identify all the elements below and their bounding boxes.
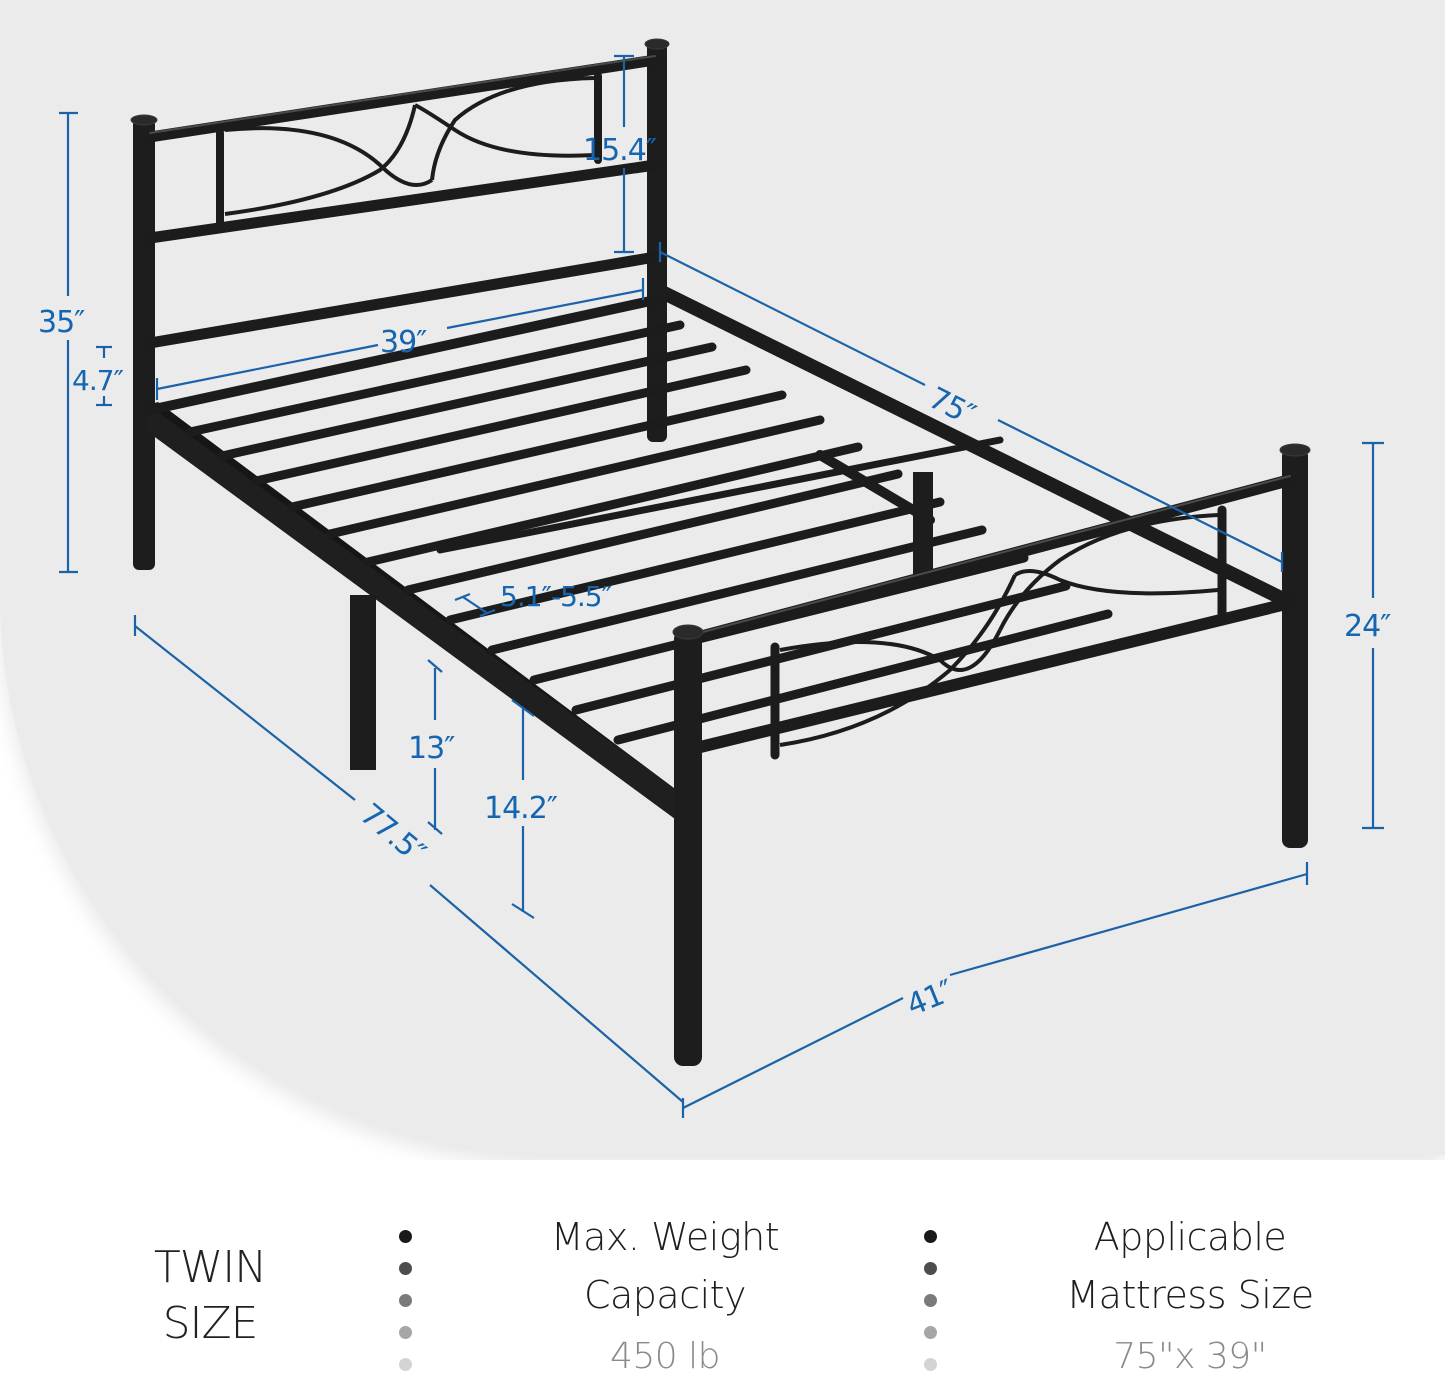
svg-text:15.4″: 15.4″ xyxy=(583,133,657,168)
weight-title-line-2: Capacity xyxy=(583,1273,747,1317)
dot-divider-2 xyxy=(920,1230,940,1390)
svg-text:35″: 35″ xyxy=(38,305,85,340)
dot-icon xyxy=(923,1230,937,1243)
middle-leg-right xyxy=(913,472,933,582)
diagram-background-panel xyxy=(0,0,1445,1155)
dot-icon xyxy=(923,1294,937,1307)
size-line-2: SIZE xyxy=(162,1298,259,1349)
svg-text:41″: 41″ xyxy=(902,973,959,1023)
svg-text:39″: 39″ xyxy=(380,325,427,360)
dim-headboard-width: 39″ xyxy=(155,278,645,400)
dot-icon xyxy=(923,1326,937,1339)
dim-overall-height: 35″ xyxy=(38,111,86,574)
headboard-left-post xyxy=(133,118,155,570)
mattress-title-line-1: Applicable xyxy=(1093,1215,1287,1259)
mattress-title-line-2: Mattress Size xyxy=(1066,1273,1314,1317)
weight-value: 450 lb xyxy=(609,1336,721,1377)
svg-text:24″: 24″ xyxy=(1344,609,1391,644)
mattress-size-spec: Applicable Mattress Size 75"x 39" xyxy=(1030,1208,1350,1377)
dim-headboard-panel: 15.4″ xyxy=(583,54,658,254)
footboard-left-post xyxy=(674,630,702,1066)
dim-frame-height: 14.2″ xyxy=(484,699,559,919)
spec-strip: TWIN SIZE Max. Weight Capacity 450 lb Ap… xyxy=(0,1160,1445,1383)
dim-inner-length: 75″ xyxy=(658,242,1284,572)
dot-icon xyxy=(923,1358,937,1371)
dot-icon xyxy=(398,1294,412,1307)
weight-title-line-1: Max. Weight xyxy=(550,1215,780,1259)
svg-text:5.1″-5.5″: 5.1″-5.5″ xyxy=(500,580,612,613)
bed-frame-illustration: 35″ 4.7″ 15.4″ xyxy=(38,38,1392,1118)
dot-icon xyxy=(398,1326,412,1339)
dim-footboard-height: 24″ xyxy=(1344,441,1392,830)
svg-text:4.7″: 4.7″ xyxy=(72,364,124,397)
mattress-value: 75"x 39" xyxy=(1113,1336,1267,1377)
dim-overall-length: 77.5″ xyxy=(133,615,684,1103)
headboard-right-post xyxy=(647,42,667,442)
dot-divider-1 xyxy=(395,1230,415,1390)
dim-overall-width: 41″ xyxy=(681,862,1309,1118)
footboard-right-post xyxy=(1282,448,1308,848)
dot-icon xyxy=(923,1262,937,1275)
middle-leg-left xyxy=(350,595,376,770)
weight-capacity-spec: Max. Weight Capacity 450 lb xyxy=(500,1208,830,1377)
svg-text:14.2″: 14.2″ xyxy=(484,791,558,826)
svg-text:13″: 13″ xyxy=(408,731,455,766)
bed-size-label: TWIN SIZE xyxy=(120,1240,300,1352)
dot-icon xyxy=(398,1358,412,1371)
svg-text:77.5″: 77.5″ xyxy=(353,797,432,871)
dim-under-bed-clearance: 13″ xyxy=(408,659,456,835)
dimension-annotations: 35″ 4.7″ 15.4″ xyxy=(38,54,1392,1118)
dimension-diagram: 35″ 4.7″ 15.4″ xyxy=(0,0,1445,1155)
dim-headboard-gap: 4.7″ xyxy=(72,345,125,407)
size-line-1: TWIN xyxy=(153,1242,267,1293)
bed-frame xyxy=(130,38,1311,1066)
dot-icon xyxy=(398,1230,412,1243)
dim-slat-spacing: 5.1″-5.5″ xyxy=(454,580,613,618)
dot-icon xyxy=(398,1262,412,1275)
